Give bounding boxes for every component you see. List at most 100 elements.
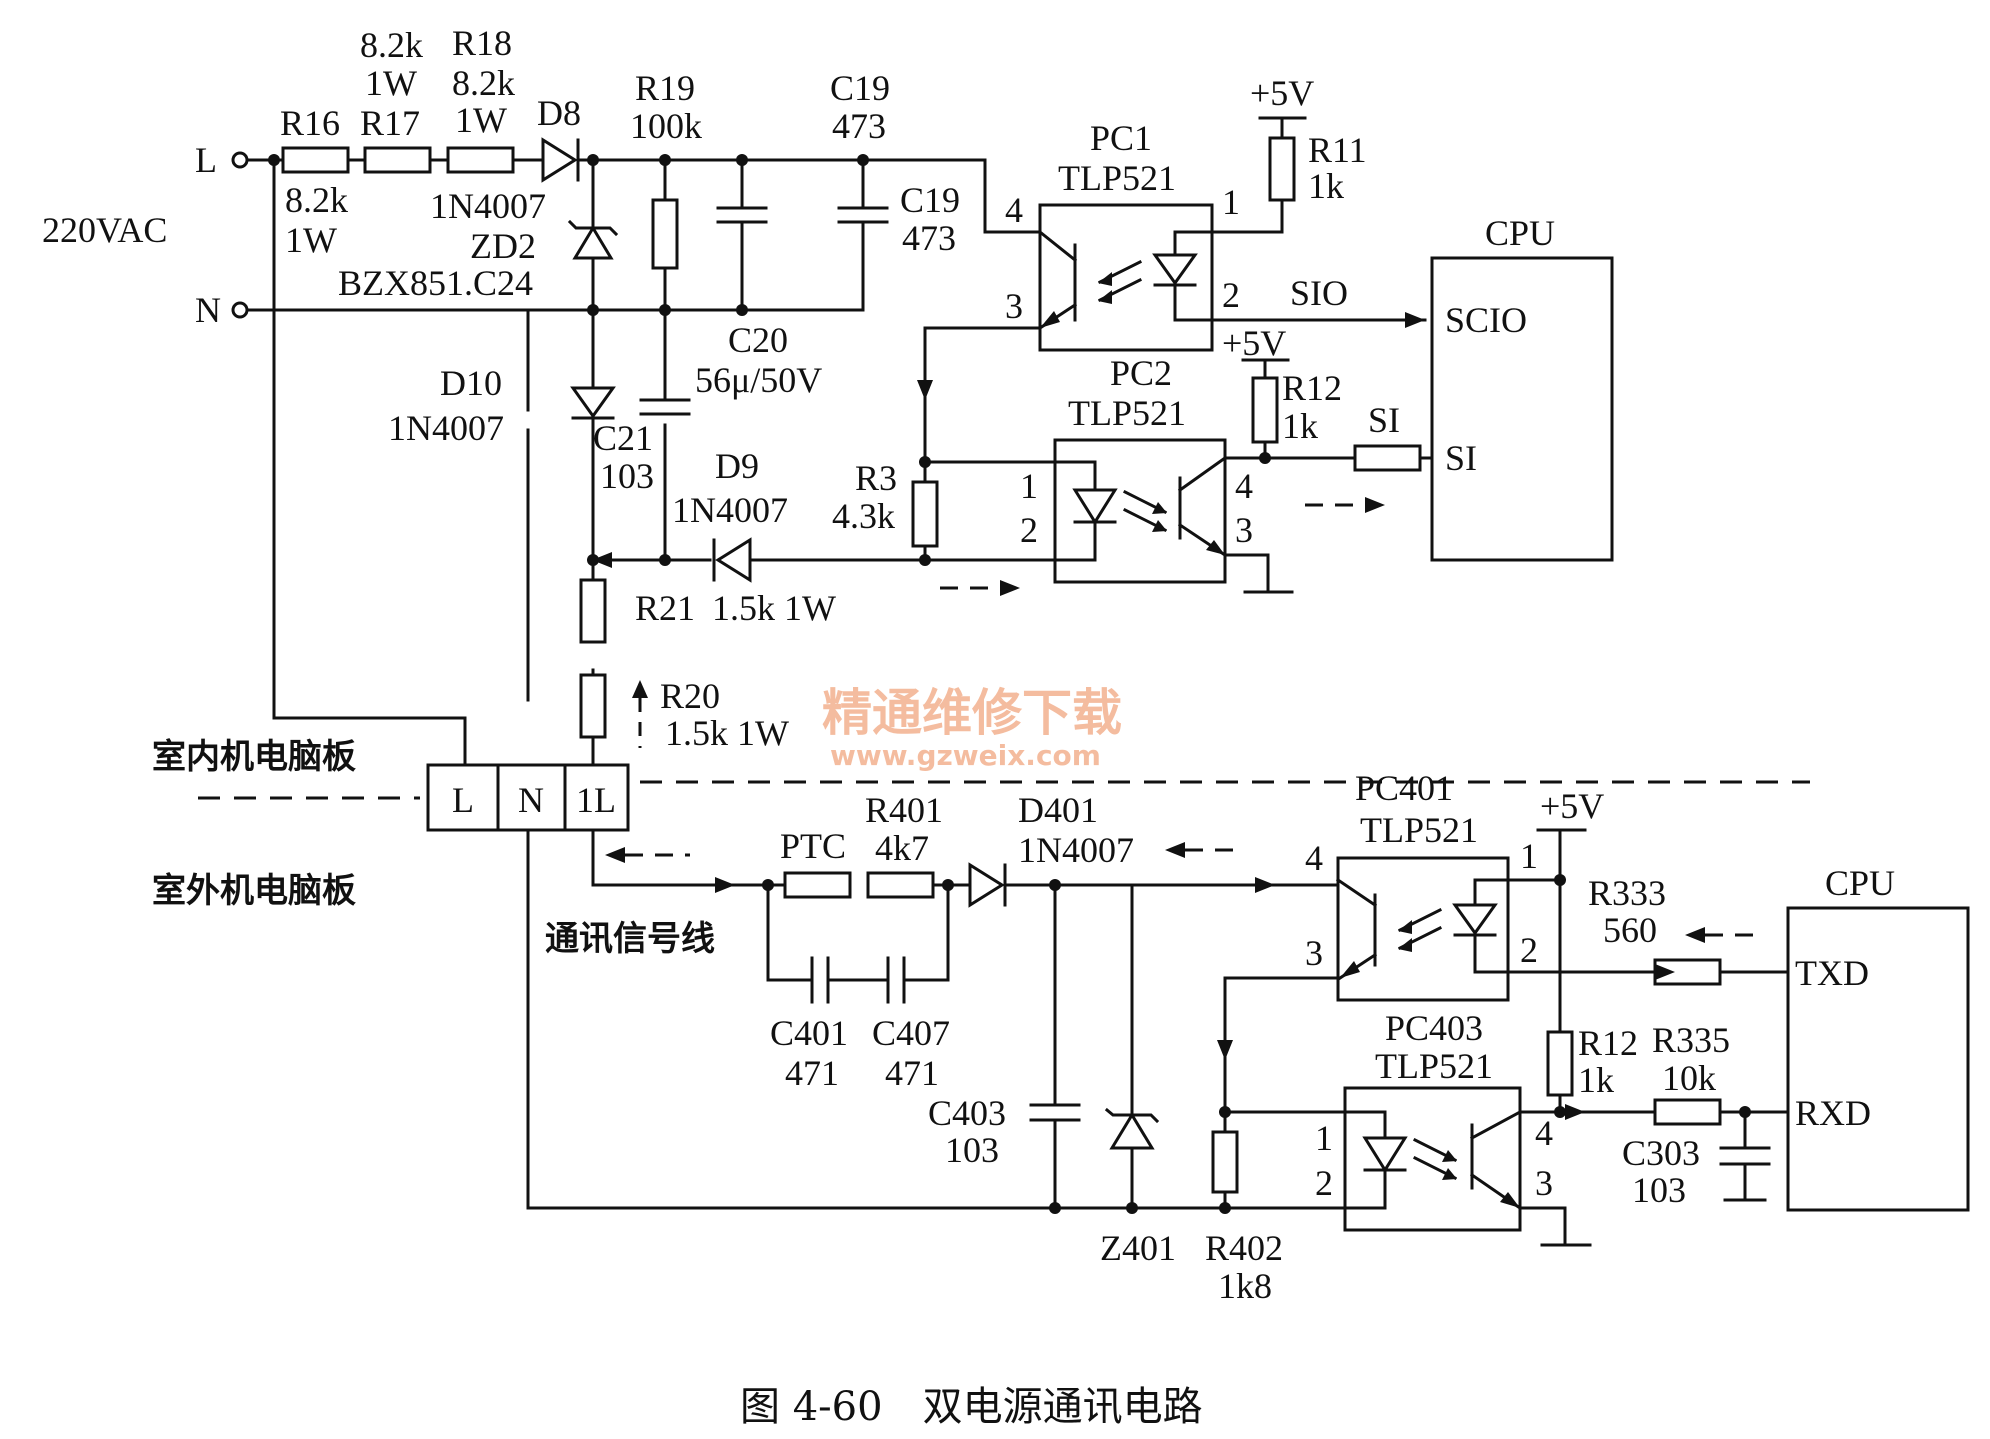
optocoupler-pc1 [1037,203,1214,352]
label-cpu-outdoor: CPU [1825,863,1895,903]
label-r19: R19 [635,68,695,108]
label-r20-value: 1.5k 1W [665,713,789,753]
resistor-r402 [1211,1130,1239,1194]
label-sio: SIO [1290,273,1348,313]
label-c19-top-value: 473 [832,106,886,146]
label-pc403-value: TLP521 [1375,1046,1493,1086]
label-r12-outdoor-value: 1k [1578,1060,1614,1100]
label-r16-watt: 1W [285,220,337,260]
labels: L N 220VAC R16 8.2k 1W 8.2k 1W R17 R18 8… [42,23,1895,1306]
label-txd: TXD [1795,953,1869,993]
label-r401-value: 4k7 [875,828,929,868]
label-pc1-pin4: 4 [1005,190,1023,230]
label-r16-value: 8.2k [285,180,348,220]
label-pc2-pin4: 4 [1235,466,1253,506]
label-d9: D9 [715,446,759,486]
label-c407: C407 [872,1013,950,1053]
label-r402-value: 1k8 [1218,1266,1272,1306]
label-r12-indoor-value: 1k [1282,406,1318,446]
label-pc2-pin2: 2 [1020,510,1038,550]
label-cpu-indoor: CPU [1485,213,1555,253]
label-r18-value: 8.2k [452,63,515,103]
label-r19-value: 100k [630,106,702,146]
label-pc403-pin1: 1 [1315,1118,1333,1158]
label-r333-value: 560 [1603,910,1657,950]
optocoupler-pc401 [1335,856,1510,1002]
label-ptc: PTC [780,826,846,866]
label-r18: R18 [452,23,512,63]
figure-caption: 图 4-60 双电源通讯电路 [740,1384,1203,1430]
capacitor-c401 [810,956,830,1004]
capacitor-c19 [837,206,889,224]
resistor-r17 [363,146,432,174]
label-r17-value: 8.2k [360,25,423,65]
label-c19-top: C19 [830,68,890,108]
label-r17-watt: 1W [365,63,417,103]
label-d9-value: 1N4007 [672,490,788,530]
watermark: 精通维修下载 www.gzweix.com [822,684,1122,772]
label-r11: R11 [1308,130,1367,170]
label-c19-side: C19 [900,180,960,220]
label-si-net: SI [1368,400,1400,440]
resistor-r21 [579,578,607,644]
label-outdoor-board: 室外机电脑板 [152,871,356,911]
label-scio: SCIO [1445,300,1527,340]
terminal-L-circle [231,151,249,169]
label-r11-value: 1k [1308,166,1344,206]
label-pc401-pin1: 1 [1520,836,1538,876]
label-c403: C403 [928,1093,1006,1133]
label-r18-watt: 1W [455,100,507,140]
resistor-r12-indoor [1251,376,1279,444]
label-r21-value: 1.5k 1W [712,588,836,628]
label-d8-value: 1N4007 [430,186,546,226]
label-d10-value: 1N4007 [388,408,504,448]
junction-dots [268,154,1751,1214]
label-c303-value: 103 [1632,1170,1686,1210]
label-r401: R401 [865,790,943,830]
optocoupler-pc2 [1053,438,1228,584]
label-pc1-value: TLP521 [1058,158,1176,198]
label-r3: R3 [855,458,897,498]
label-r17: R17 [360,103,420,143]
label-d401: D401 [1018,790,1098,830]
optocoupler-pc403 [1343,1086,1523,1232]
label-pc401-value: TLP521 [1360,810,1478,850]
resistor-r20 [579,673,607,739]
label-r333: R333 [1588,873,1666,913]
label-pc403-pin2: 2 [1315,1163,1333,1203]
capacitor-c20 [716,206,768,224]
resistor-r12-outdoor [1546,1030,1574,1097]
resistor-r11 [1268,136,1296,202]
label-c20: C20 [728,320,788,360]
cpu-indoor-box [1430,256,1614,562]
label-pc1-pin2: 2 [1222,275,1240,315]
label-pc401-pin2: 2 [1520,930,1538,970]
label-c303: C303 [1622,1133,1700,1173]
label-c403-value: 103 [945,1130,999,1170]
label-r335: R335 [1652,1020,1730,1060]
label-pc2-value: TLP521 [1068,393,1186,433]
label-r402: R402 [1205,1228,1283,1268]
resistor-r18 [446,146,515,174]
label-terminal-L: L [452,780,474,820]
zener-zd2 [567,219,619,260]
label-pc1-pin1: 1 [1222,182,1240,222]
label-terminal-N: N [518,780,544,820]
capacitor-c403 [1029,1103,1081,1122]
label-r335-value: 10k [1662,1058,1716,1098]
label-5v-top: +5V [1250,73,1314,113]
label-pc401: PC401 [1355,768,1453,808]
label-d401-value: 1N4007 [1018,830,1134,870]
label-z401: Z401 [1100,1228,1176,1268]
watermark-title: 精通维修下载 [822,684,1122,742]
label-d8: D8 [537,93,581,133]
diode-d401 [968,862,1007,908]
zener-z401 [1104,1107,1160,1150]
label-N: N [195,290,221,330]
label-r20: R20 [660,676,720,716]
label-rxd: RXD [1795,1093,1871,1133]
label-r12-indoor: R12 [1282,368,1342,408]
resistor-r401 [866,871,935,899]
signal-arrows [592,312,1765,1120]
